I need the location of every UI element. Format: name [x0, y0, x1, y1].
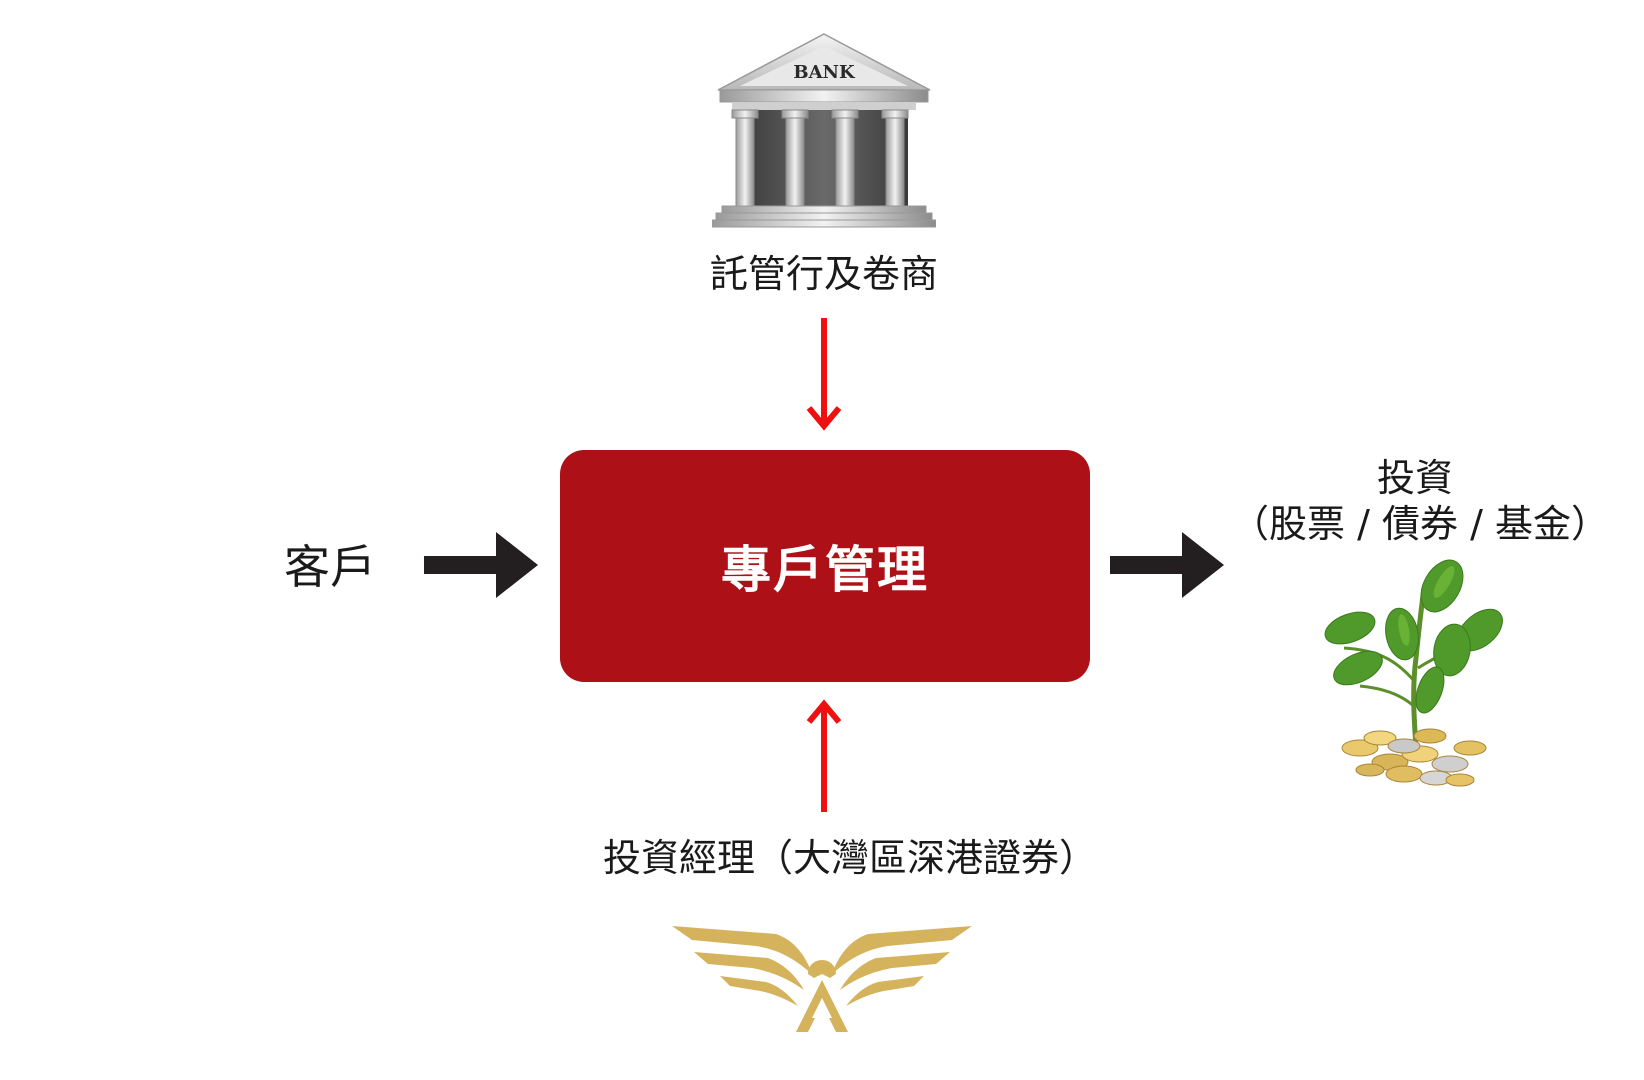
- arrow-down-icon: [806, 318, 842, 431]
- custodian-label: 託管行及卷商: [709, 252, 938, 296]
- investment-title: 投資: [1376, 456, 1453, 500]
- plant-coins-icon: [1324, 559, 1503, 787]
- investment-detail: （股票 / 債券 / 基金）: [1231, 502, 1609, 546]
- arrow-right-icon: [1110, 532, 1224, 598]
- center-title: 專戶管理: [721, 541, 929, 599]
- bank-sign: BANK: [793, 62, 856, 83]
- arrow-right-icon: [424, 532, 538, 598]
- client-label: 客戶: [284, 540, 376, 594]
- account-management-box: 專戶管理: [560, 450, 1090, 682]
- arrow-up-icon: [806, 699, 842, 812]
- investment-manager-label: 投資經理（大灣區深港證券）: [602, 836, 1097, 880]
- bank-building-icon: BANK: [712, 33, 936, 228]
- eagle-wings-logo: [672, 926, 972, 1032]
